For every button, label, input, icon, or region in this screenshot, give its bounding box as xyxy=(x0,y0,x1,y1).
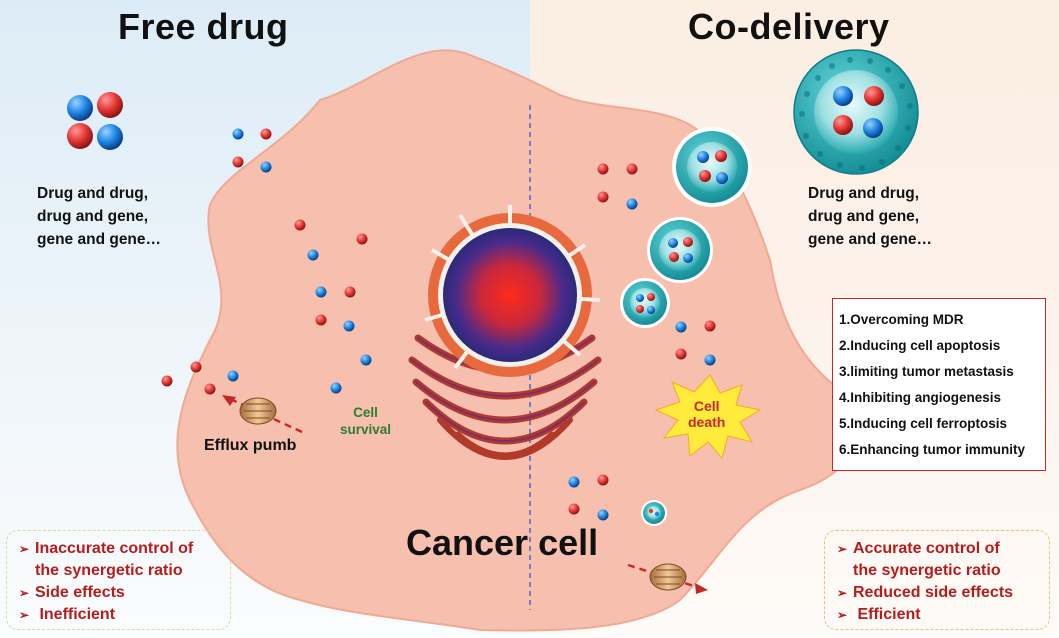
free-drug-drawbacks: ➢ Inaccurate control of the synergetic ra… xyxy=(6,530,231,630)
cell-survival-line: survival xyxy=(340,422,392,437)
nanoparticle-small-1 xyxy=(620,278,670,328)
cell-death-label: Cell death xyxy=(688,398,725,430)
combination-line: Drug and drug, xyxy=(808,185,920,202)
nanoparticle-medium-1 xyxy=(672,127,752,207)
efflux-pump-right xyxy=(627,563,708,594)
free-drug-particles-left xyxy=(161,128,372,395)
benefit-item: 3.limiting tumor metastasis xyxy=(839,364,1014,379)
benefits-list: 1.Overcoming MDR 2.Inducing cell apoptos… xyxy=(832,298,1046,471)
combination-line: drug and gene, xyxy=(808,208,920,225)
bullet-arrow-icon: ➢ xyxy=(19,586,30,600)
drug-pair-icon-left xyxy=(67,92,123,150)
benefit-item: 5.Inducing cell ferroptosis xyxy=(839,416,1008,431)
advantage-line: the synergetic ratio xyxy=(853,562,1001,579)
nanoparticle-medium-2 xyxy=(647,217,713,283)
benefit-item: 4.Inhibiting angiogenesis xyxy=(839,390,1002,405)
cell-survival-line: Cell xyxy=(353,405,378,420)
combination-text-left: Drug and drug, drug and gene, gene and g… xyxy=(37,182,161,251)
advantage-line: Efficient xyxy=(857,606,921,623)
drawback-line: the synergetic ratio xyxy=(35,562,183,579)
benefit-item: 2.Inducing cell apoptosis xyxy=(839,338,1001,353)
benefit-item: 1.Overcoming MDR xyxy=(839,312,964,327)
drawback-line: Inaccurate control of xyxy=(35,540,194,557)
cell-death-line: death xyxy=(688,414,726,430)
combination-line: gene and gene… xyxy=(37,231,162,248)
drawback-line: Inefficient xyxy=(39,606,116,623)
combination-line: gene and gene… xyxy=(808,231,933,248)
benefit-item: 6.Enhancing tumor immunity xyxy=(839,442,1026,457)
drug-payload-medium-2 xyxy=(668,237,693,263)
drug-payload-small-1 xyxy=(636,293,655,314)
drug-payload-large xyxy=(833,86,884,138)
advantage-line: Accurate control of xyxy=(853,540,1000,557)
cell-death-line: Cell xyxy=(693,398,720,414)
advantage-line: Reduced side effects xyxy=(853,584,1014,601)
cell-survival-label: Cell survival xyxy=(340,404,391,438)
combination-line: Drug and drug, xyxy=(37,185,149,202)
free-drug-title: Free drug xyxy=(118,6,289,47)
codelivery-advantages: ➢ Accurate control of the synergetic rati… xyxy=(824,530,1050,630)
bullet-arrow-icon: ➢ xyxy=(19,542,30,556)
efflux-pump-label: Efflux pumb xyxy=(204,437,297,454)
cell-death-burst xyxy=(654,374,762,460)
drug-payload-medium-1 xyxy=(697,150,728,184)
drug-payload-small-2 xyxy=(648,508,660,517)
combination-text-right: Drug and drug, drug and gene, gene and g… xyxy=(808,182,932,251)
drawback-line: Side effects xyxy=(35,584,125,601)
nucleus xyxy=(424,205,601,377)
cancer-cell-label: Cancer cell xyxy=(406,522,599,563)
bullet-arrow-icon: ➢ xyxy=(837,608,848,622)
bullet-arrow-icon: ➢ xyxy=(837,586,848,600)
codelivery-title: Co-delivery xyxy=(688,6,890,47)
bullet-arrow-icon: ➢ xyxy=(837,542,848,556)
bullet-arrow-icon: ➢ xyxy=(19,608,30,622)
nanoparticle-small-2 xyxy=(641,500,667,526)
nanoparticle-large xyxy=(793,49,919,175)
efflux-pump-left xyxy=(222,395,303,434)
released-drug-particles-right xyxy=(568,163,716,521)
combination-line: drug and gene, xyxy=(37,208,149,225)
